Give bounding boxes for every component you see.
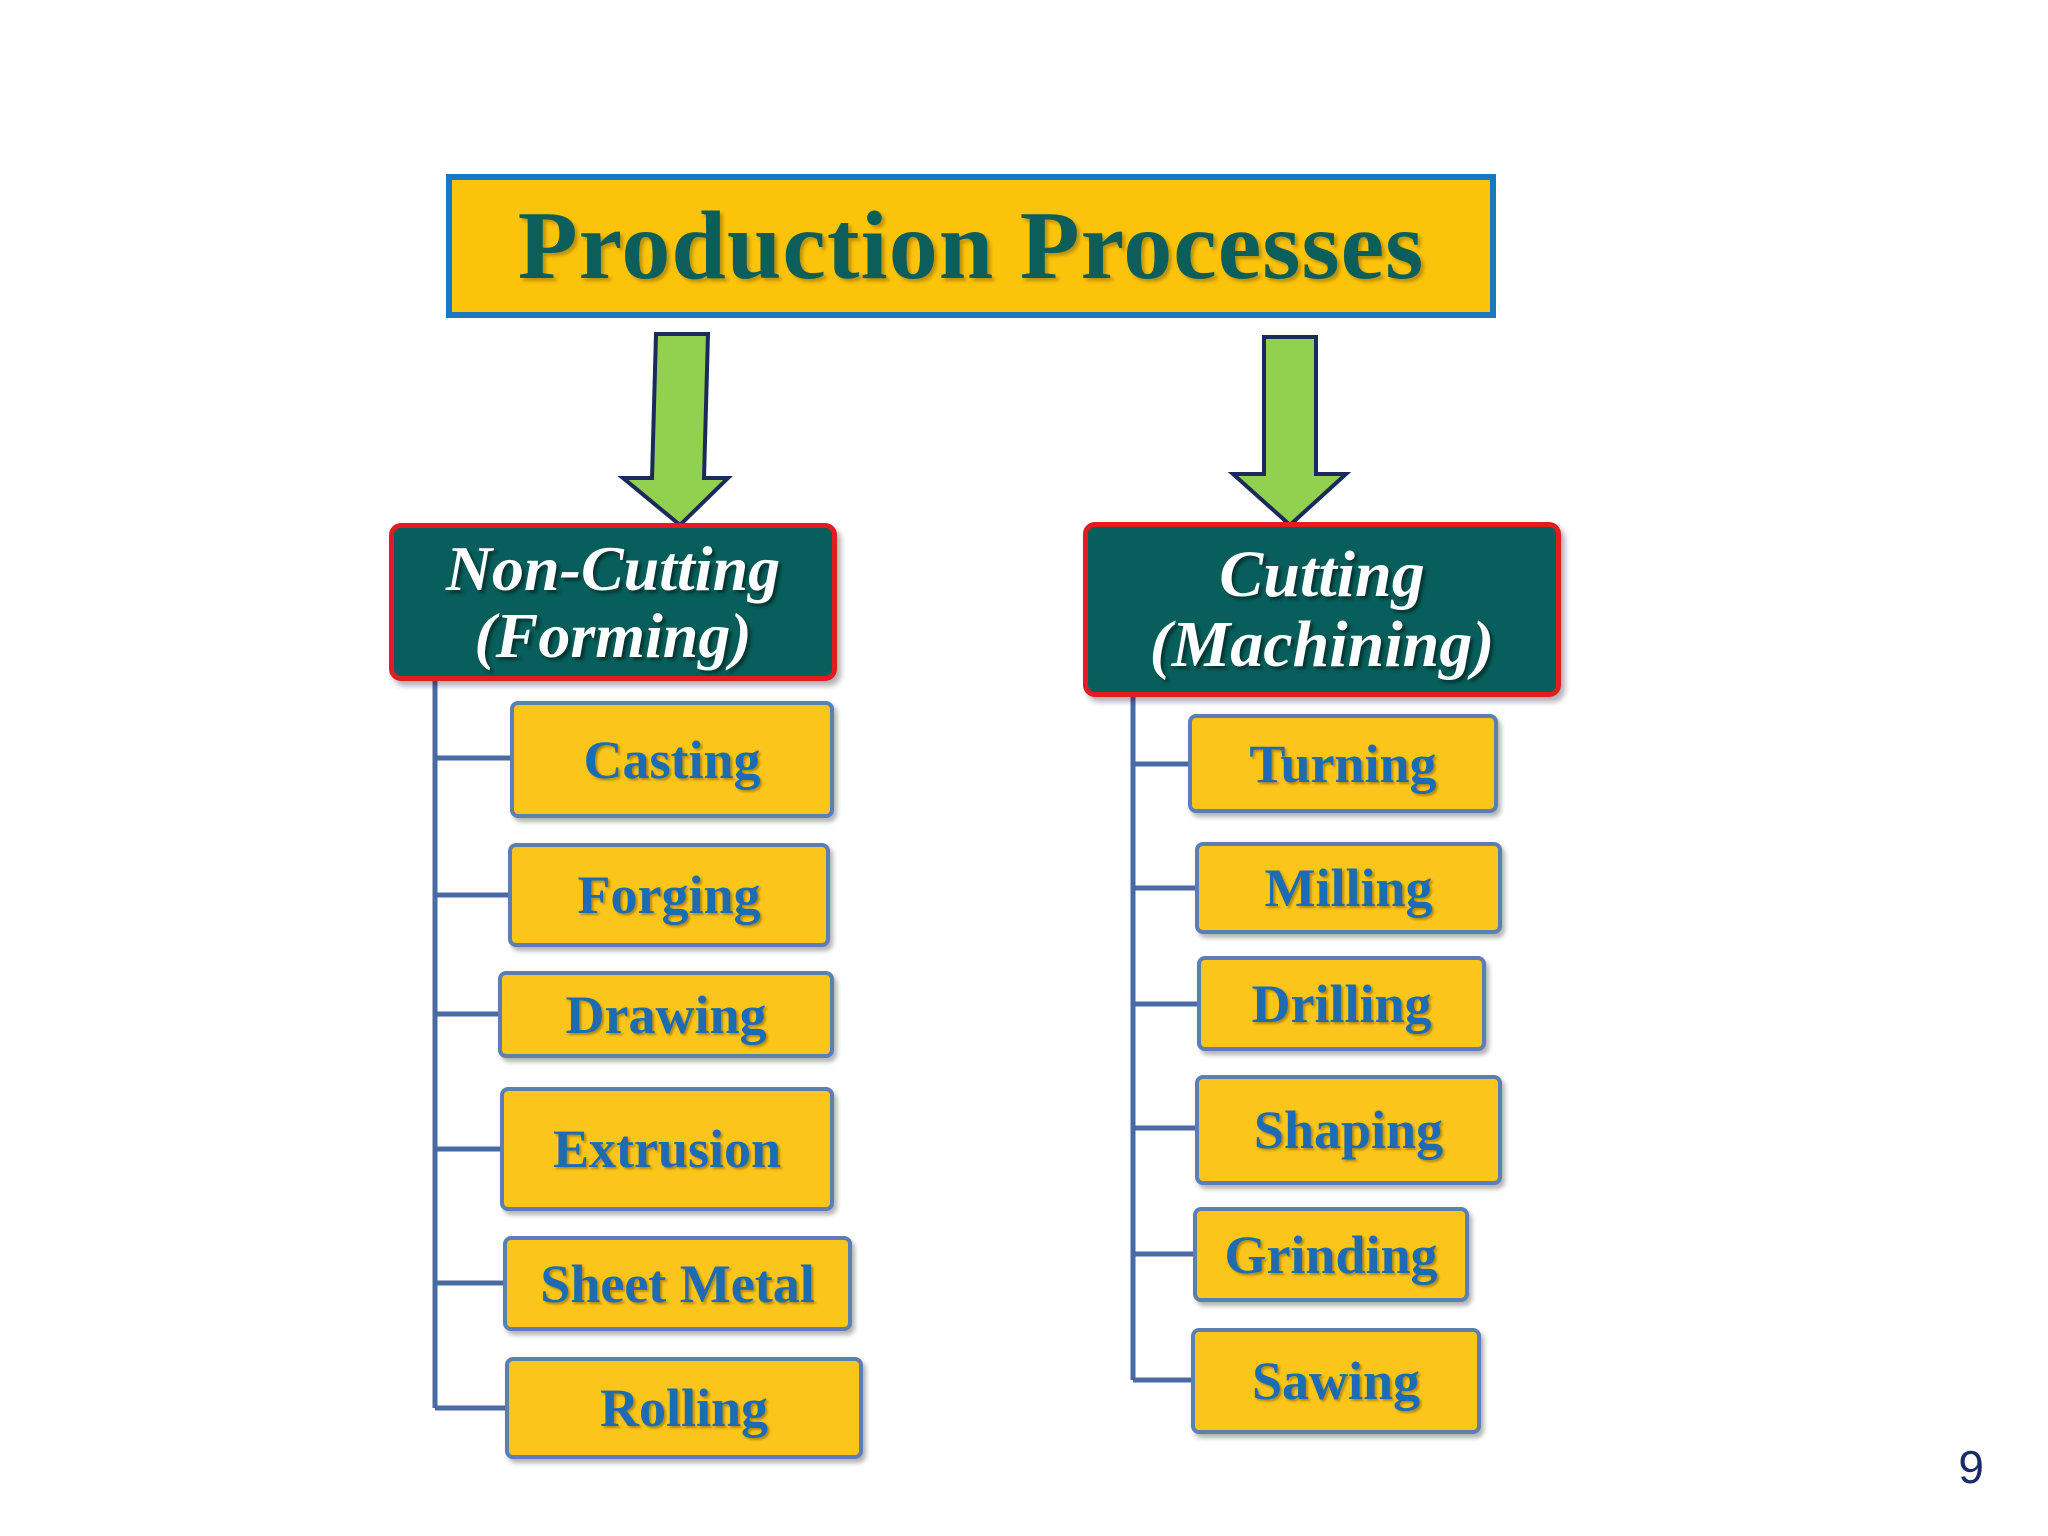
tree-connector-left xyxy=(432,680,512,1411)
process-box-extrusion: Extrusion xyxy=(500,1087,834,1211)
title-box: Production Processes xyxy=(446,174,1496,318)
process-label: Sawing xyxy=(1251,1351,1421,1411)
process-box-turning: Turning xyxy=(1188,714,1498,813)
category-label-line1: Non-Cutting xyxy=(445,532,781,604)
process-box-rolling: Rolling xyxy=(505,1357,863,1459)
process-box-sawing: Sawing xyxy=(1191,1328,1481,1434)
category-label-line2: (Machining) xyxy=(1149,607,1495,681)
category-cutting: Cutting (Machining) xyxy=(1083,522,1561,697)
process-box-casting: Casting xyxy=(510,701,834,818)
process-label: Drawing xyxy=(565,984,767,1045)
diagram-title: Production Processes xyxy=(517,192,1425,300)
process-label: Shaping xyxy=(1253,1100,1444,1160)
process-label: Forging xyxy=(577,865,761,925)
process-label: Extrusion xyxy=(552,1119,782,1179)
category-label-line1: Cutting xyxy=(1219,538,1425,612)
process-box-drilling: Drilling xyxy=(1197,956,1486,1051)
process-box-milling: Milling xyxy=(1195,842,1502,934)
process-box-forging: Forging xyxy=(508,843,830,947)
process-label: Grinding xyxy=(1224,1224,1438,1285)
process-box-drawing: Drawing xyxy=(498,971,834,1058)
process-label: Drilling xyxy=(1251,973,1432,1034)
process-box-sheet-metal: Sheet Metal xyxy=(503,1236,852,1331)
category-non-cutting: Non-Cutting (Forming) xyxy=(389,523,837,681)
process-label: Sheet Metal xyxy=(540,1253,815,1314)
process-label: Rolling xyxy=(599,1378,769,1438)
down-arrow-right xyxy=(1227,335,1352,528)
process-label: Milling xyxy=(1264,858,1433,918)
process-box-shaping: Shaping xyxy=(1195,1075,1502,1185)
process-label: Turning xyxy=(1249,733,1437,794)
tree-connector-right xyxy=(1130,695,1199,1383)
process-label: Casting xyxy=(583,729,761,790)
category-label-line2: (Forming) xyxy=(474,600,752,671)
down-arrow-left xyxy=(617,332,733,528)
process-box-grinding: Grinding xyxy=(1193,1207,1469,1302)
page-number: 9 xyxy=(1958,1441,1984,1493)
